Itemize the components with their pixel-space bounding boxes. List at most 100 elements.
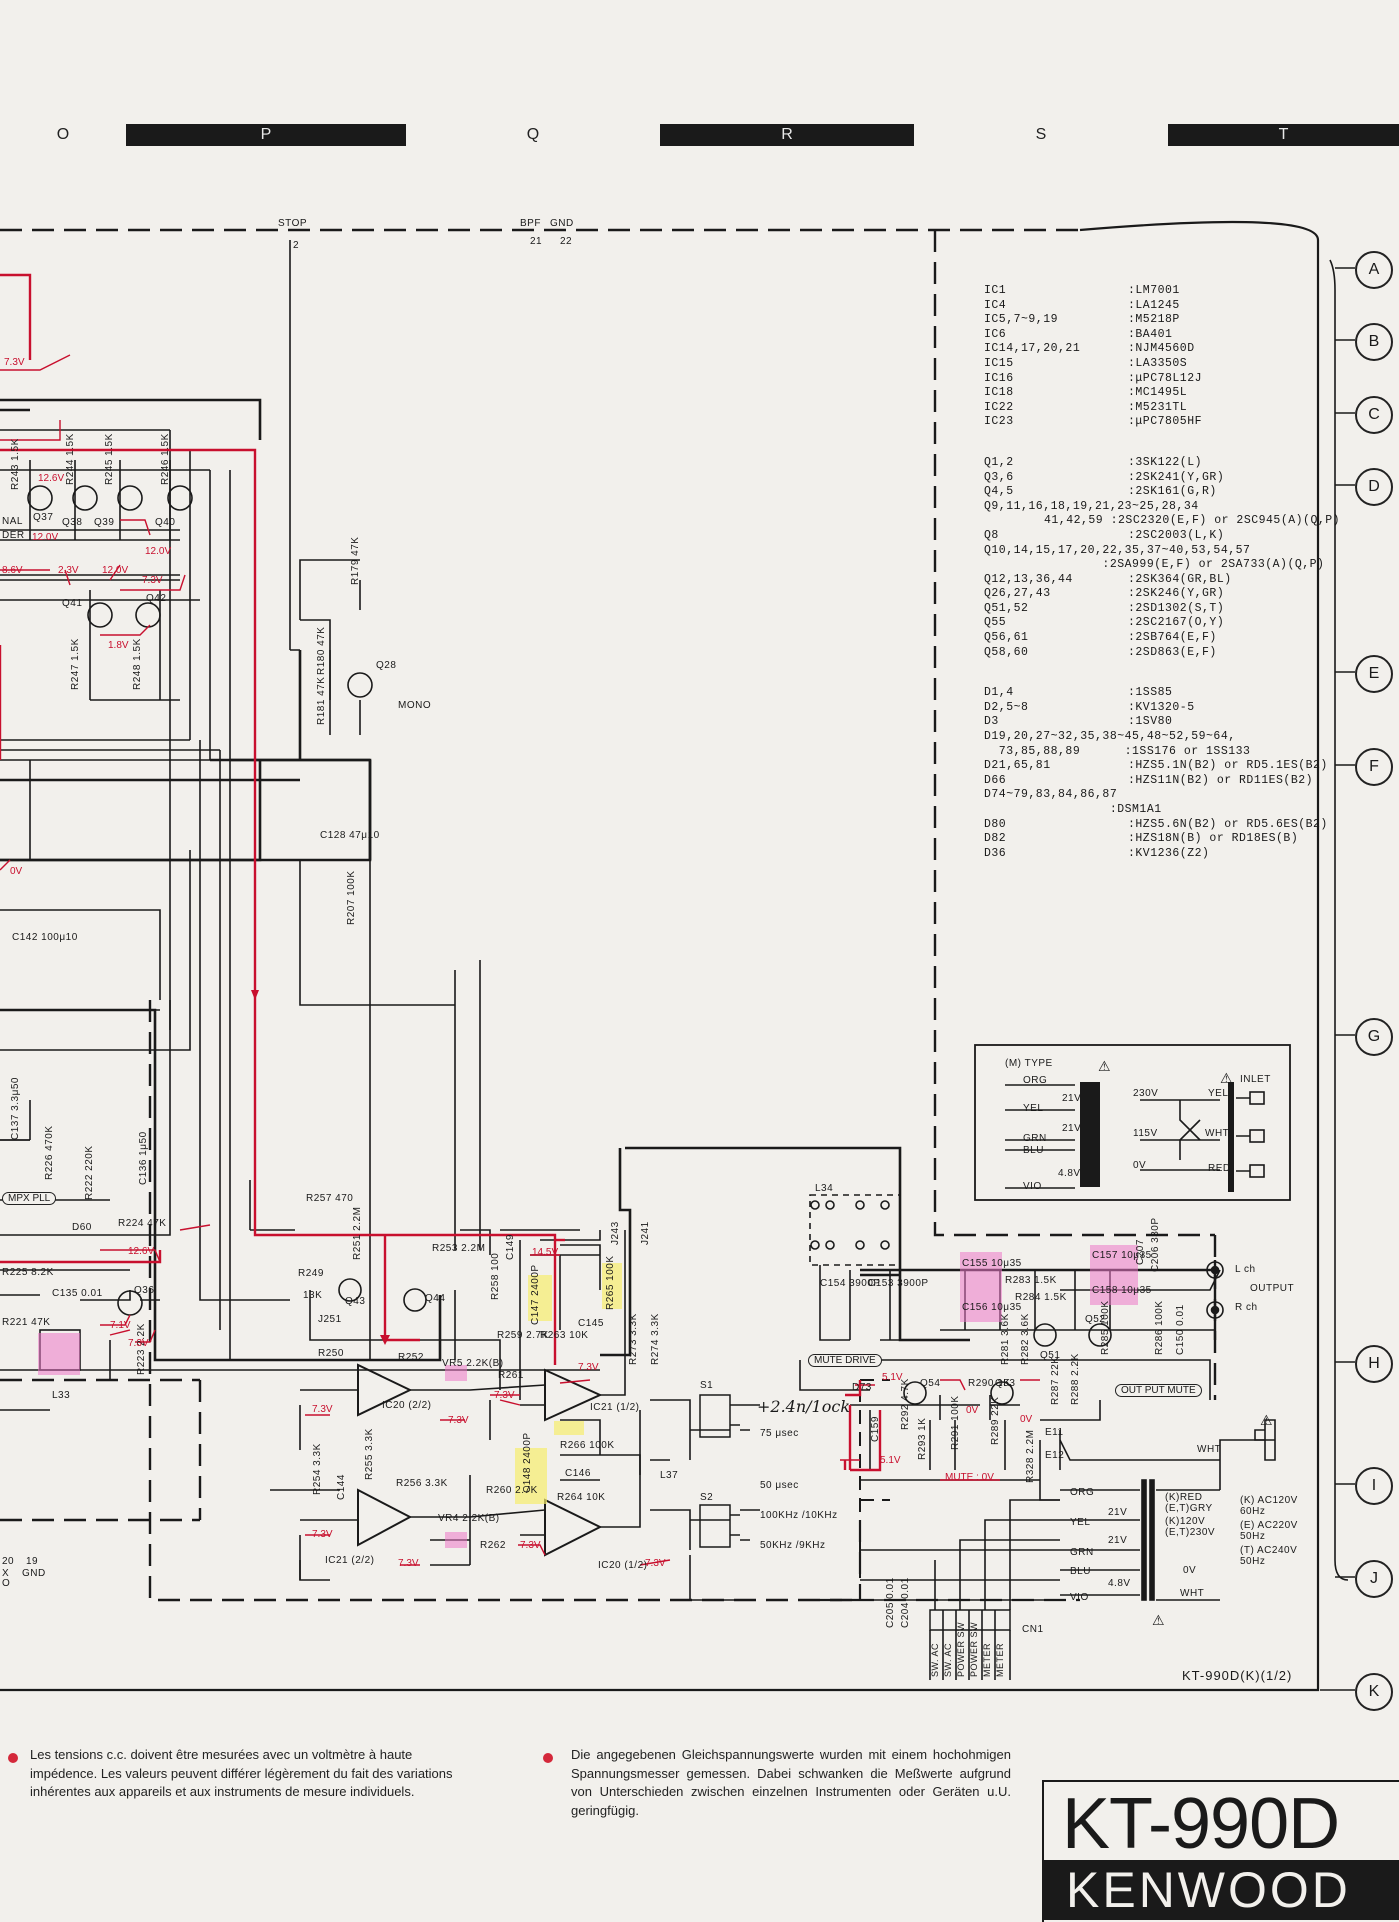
label-r273: R273 3.3K	[628, 1313, 639, 1365]
label-j251: J251	[318, 1314, 342, 1325]
label-r207: R207 100K	[346, 870, 357, 925]
part-ref: Q9,11,16,18,19,21,23~25,28,34	[984, 499, 1199, 513]
label-r283: R283 1.5K	[1005, 1275, 1057, 1286]
part-ref: IC15	[984, 356, 1014, 370]
label-c154: C154 3900P	[820, 1278, 881, 1289]
label-g20: 20	[2, 1556, 15, 1567]
part-ref: D21,65,81	[984, 759, 1051, 773]
row-label-b: B	[1355, 323, 1393, 361]
row-label-i: I	[1355, 1467, 1393, 1505]
model-reference: KT-990D(K)(1/2)	[1182, 1668, 1293, 1683]
label-ic21-2: IC21 (1/2)	[590, 1402, 640, 1413]
label-gnd: GND	[550, 218, 574, 229]
label-c137: C137 3.3μ50	[10, 1077, 21, 1140]
label-wht-top: WHT	[1205, 1128, 1230, 1139]
label-q41: Q41	[62, 598, 83, 609]
part-ref: D3	[984, 715, 999, 729]
part-ref: D36	[984, 846, 1007, 860]
label-nal: NAL	[2, 516, 23, 527]
part-ref: IC4	[984, 298, 1007, 312]
zone-r: R	[660, 124, 914, 146]
highlight-c147	[528, 1275, 552, 1321]
part-value: :2SC2003(L,K)	[1128, 528, 1225, 542]
label-r281: R281 3.6K	[1000, 1313, 1011, 1365]
label-bpf-pin: 21	[530, 236, 543, 247]
label-r286: R286 100K	[1154, 1300, 1165, 1355]
warning-icon: ⚠	[1152, 1612, 1166, 1628]
label-l34: L34	[815, 1183, 834, 1194]
label-r252: R252	[398, 1352, 424, 1363]
highlight-vr5	[445, 1365, 467, 1381]
row-label-g: G	[1355, 1018, 1393, 1056]
label-c156: C156 10μ35	[962, 1302, 1022, 1313]
label-mpx-pll: MPX PLL	[2, 1192, 57, 1205]
part-ref: Q3,6	[984, 470, 1014, 484]
part-ref: D80	[984, 817, 1007, 831]
part-ref: D82	[984, 832, 1007, 846]
label-wht-l: WHT	[1180, 1588, 1205, 1599]
label-q38: Q38	[62, 517, 83, 528]
label-c147: C147 2400P	[530, 1264, 541, 1325]
label-r254: R254 3.3K	[312, 1443, 323, 1495]
label-rch: R ch	[1235, 1302, 1258, 1313]
label-48v-m: 4.8V	[1058, 1168, 1081, 1179]
label-c153: C153 3900P	[868, 1278, 929, 1289]
label-r274: R274 3.3K	[650, 1313, 661, 1365]
label-r264: R264 10K	[557, 1492, 606, 1503]
part-value: :NJM4560D	[1128, 342, 1195, 356]
part-ref: IC18	[984, 386, 1014, 400]
part-value: :BA401	[1128, 327, 1173, 341]
voltage-label: 7.3V	[142, 575, 163, 586]
label-k-red: (K)RED (E,T)GRY	[1165, 1492, 1213, 1514]
brand-box	[1042, 1780, 1399, 1922]
label-21v-b: 21V	[1062, 1123, 1082, 1134]
part-ref: Q58,60	[984, 645, 1029, 659]
label-der: DER	[2, 530, 25, 541]
label-vr4: VR4 2.2K(B)	[438, 1513, 500, 1524]
label-r265: R265 100K	[605, 1255, 616, 1310]
label-r261: R261	[498, 1370, 524, 1381]
part-value: :KV1320-5	[1128, 700, 1195, 714]
voltage-label: 7.3V	[4, 357, 25, 368]
label-c205: C205 0.01	[885, 1577, 896, 1628]
highlight-r265	[602, 1263, 622, 1309]
label-stop: STOP	[278, 218, 308, 229]
label-cn-meter1: METER	[982, 1643, 992, 1677]
label-t-note: (T) AC240V 50Hz	[1240, 1545, 1298, 1567]
note-german: Die angegebenen Gleichspannungswerte wur…	[571, 1747, 1011, 1818]
part-ref: IC23	[984, 415, 1014, 429]
part-ref: IC14,17,20,21	[984, 342, 1081, 356]
label-q53: Q53	[995, 1378, 1016, 1389]
part-value: :M5218P	[1128, 313, 1180, 327]
label-0v-l: 0V	[1183, 1565, 1197, 1576]
label-q42: Q42	[146, 593, 167, 604]
brand-logo: KENWOOD	[1066, 1862, 1351, 1918]
label-ic20-2: IC20 (2/2)	[382, 1400, 432, 1411]
voltage-label: 5.1V	[882, 1372, 903, 1383]
part-ref: Q1,2	[984, 455, 1014, 469]
label-c128: C128 47μ10	[320, 830, 380, 841]
label-r180: R180 47K	[316, 626, 327, 675]
label-vio-m: VIO	[1023, 1181, 1042, 1192]
label-wht-plug: WHT	[1197, 1444, 1222, 1455]
label-cn-sw-ac1: SW. AC	[930, 1642, 940, 1677]
zone-q: Q	[406, 124, 660, 146]
voltage-label-mute: MUTE : 0V	[945, 1472, 994, 1483]
label-e12: E12	[1045, 1450, 1065, 1461]
label-r257: R257 470	[306, 1193, 354, 1204]
voltage-label: 7.3V	[578, 1362, 599, 1373]
label-r245: R245 1.5K	[104, 433, 115, 485]
voltage-label: 7.3V	[128, 1338, 149, 1349]
part-value: :3SK122(L)	[1128, 455, 1203, 469]
label-r244: R244 1.5K	[65, 433, 76, 485]
label-mute-drive: MUTE DRIVE	[808, 1354, 882, 1367]
part-ref: Q55	[984, 616, 1007, 630]
label-q40: Q40	[155, 517, 176, 528]
part-ref: IC16	[984, 371, 1014, 385]
label-d60: D60	[72, 1222, 92, 1233]
row-label-c: C	[1355, 396, 1393, 434]
label-115v: 115V	[1133, 1128, 1158, 1139]
part-value: :2SB764(E,F)	[1128, 631, 1217, 645]
part-value: :HZS5.6N(B2) or RD5.6ES(B2)	[1128, 817, 1328, 831]
